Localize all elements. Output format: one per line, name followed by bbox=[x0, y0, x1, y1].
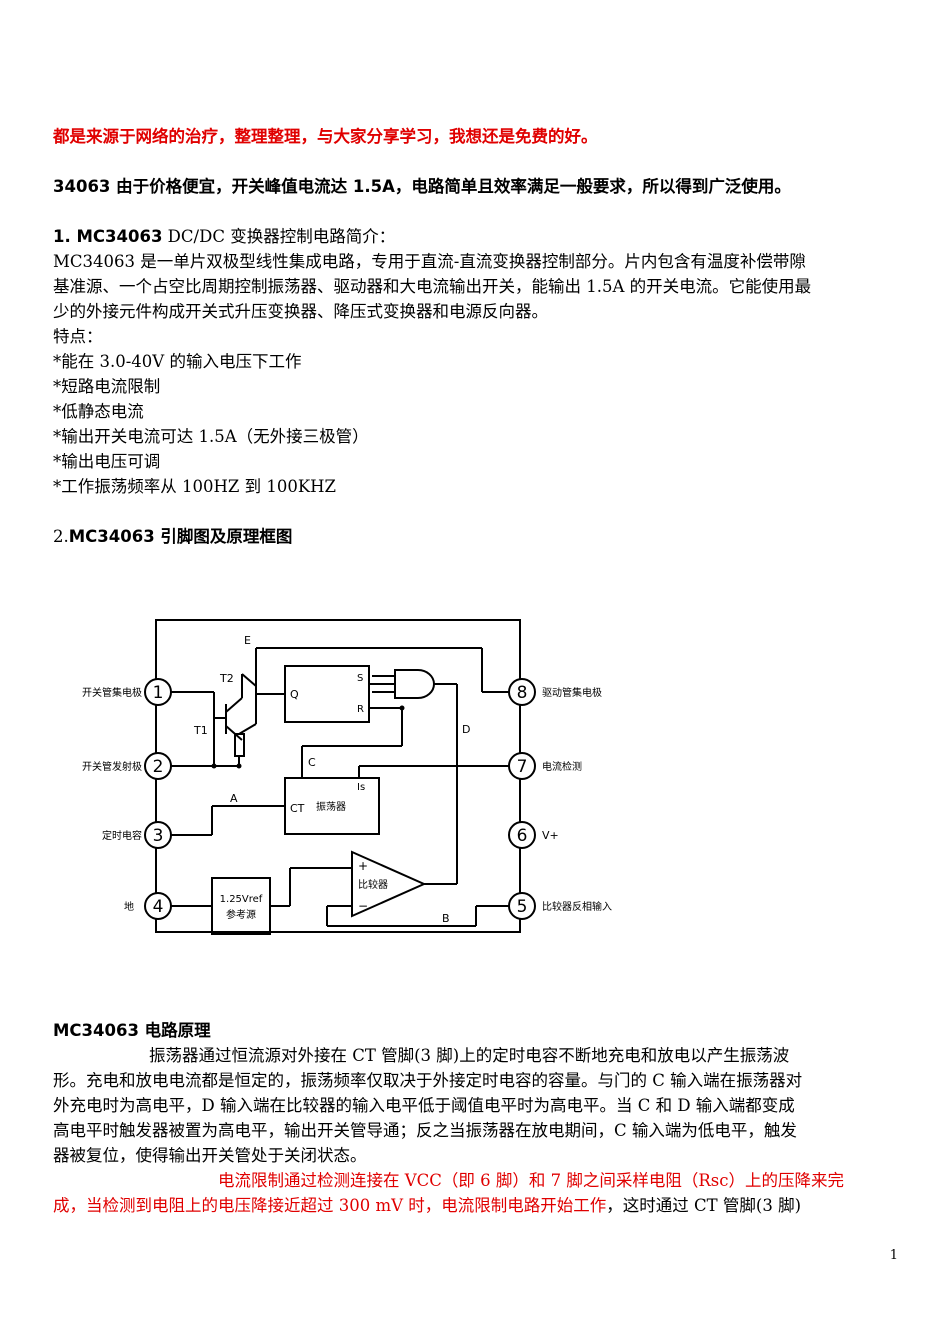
osc-is-label: Is bbox=[357, 782, 365, 793]
pin-4-label: 地 bbox=[124, 900, 134, 913]
section3-para1-line: 器被复位，使得输出开关管处于关闭状态。 bbox=[53, 1146, 367, 1165]
pin-7-label: 电流检测 bbox=[542, 760, 582, 773]
pin-8-label: 驱动管集电极 bbox=[542, 686, 602, 699]
section3-para1-line: 高电平时触发器被置为高电平，输出开关管导通；反之当振荡器在放电期间，C 输入端为… bbox=[53, 1121, 797, 1140]
node-b-label: B bbox=[442, 912, 450, 925]
pin-4-number: 4 bbox=[153, 897, 164, 917]
ff-q-label: Q bbox=[290, 688, 299, 701]
comparator bbox=[351, 850, 427, 918]
section1-body-line: 少的外接元件构成开关式升压变换器、降压式变换器和电源反向器。 bbox=[53, 302, 548, 321]
block-diagram: 1 2 3 4 8 7 6 5 开关管集电极 开关管发射极 定时电容 地 驱动管… bbox=[82, 619, 612, 935]
pin-1-number: 1 bbox=[153, 683, 164, 703]
osc-label: 振荡器 bbox=[316, 800, 346, 813]
page-number: 1 bbox=[889, 1248, 898, 1263]
ff-s-label: S bbox=[357, 673, 363, 684]
feature-item: *能在 3.0-40V 的输入电压下工作 bbox=[53, 352, 302, 371]
section3-para1-line: 形。充电和放电电流都是恒定的，振荡频率仅取决于外接定时电容的容量。与门的 C 输… bbox=[53, 1071, 803, 1090]
section3-para2-red-part: 成，当检测到电阻上的电压降接近超过 300 mV 时，电流限制电路开始工作 bbox=[53, 1196, 607, 1215]
node-a-label: A bbox=[230, 792, 238, 805]
feature-item: *短路电流限制 bbox=[53, 377, 161, 396]
pin-3-label: 定时电容 bbox=[102, 829, 142, 842]
pin-7-number: 7 bbox=[517, 757, 528, 777]
pin-2-label: 开关管发射极 bbox=[82, 760, 142, 773]
pin-5-number: 5 bbox=[517, 897, 528, 917]
pin-1-label: 开关管集电极 bbox=[82, 686, 142, 699]
intro-red-line: 都是来源于网络的治疗，整理整理，与大家分享学习，我想还是免费的好。 bbox=[53, 127, 598, 146]
cmp-label: 比较器 bbox=[358, 878, 388, 891]
section2-heading-prefix: 2. bbox=[53, 527, 69, 546]
section2-heading-bold: MC34063 引脚图及原理框图 bbox=[68, 527, 293, 546]
ref-line1: 1.25Vref bbox=[220, 894, 263, 905]
osc-ct-label: CT bbox=[290, 802, 305, 815]
feature-item: *低静态电流 bbox=[53, 402, 144, 421]
and-gate bbox=[394, 669, 435, 699]
section3-para2-black-part: ，这时通过 CT 管脚(3 脚) bbox=[606, 1196, 802, 1215]
section3-para2-line: 成，当检测到电阻上的电压降接近超过 300 mV 时，电流限制电路开始工作，这时… bbox=[53, 1193, 801, 1218]
intro-line: 34063 由于价格便宜，开关峰值电流达 1.5A，电路简单且效率满足一般要求，… bbox=[53, 177, 791, 196]
ref-line2: 参考源 bbox=[226, 908, 256, 921]
node-e-label: E bbox=[244, 634, 251, 647]
ff-r-label: R bbox=[357, 704, 364, 715]
t2-label: T2 bbox=[219, 672, 234, 685]
pin-6-label: V+ bbox=[542, 829, 559, 842]
reference-block bbox=[211, 877, 271, 935]
section3-para1-line: 外充电时为高电平，D 输入端在比较器的输入电平低于阈值电平时为高电平。当 C 和… bbox=[53, 1096, 795, 1115]
section1-body-line: 基准源、一个占空比周期控制振荡器、驱动器和大电流输出开关，能输出 1.5A 的开… bbox=[53, 277, 812, 296]
section3-para2-red-line: 电流限制通过检测连接在 VCC（即 6 脚）和 7 脚之间采样电阻（Rsc）上的… bbox=[218, 1171, 845, 1190]
section2-heading: 2.MC34063 引脚图及原理框图 bbox=[53, 524, 292, 549]
cmp-minus: − bbox=[358, 899, 368, 913]
cmp-plus: + bbox=[358, 859, 368, 873]
pin-8-number: 8 bbox=[517, 683, 528, 703]
pin-6-number: 6 bbox=[517, 826, 528, 846]
feature-item: *工作振荡频率从 100HZ 到 100KHZ bbox=[53, 477, 337, 496]
pin-2-number: 2 bbox=[153, 757, 164, 777]
section3-para1-line: 振荡器通过恒流源对外接在 CT 管脚(3 脚)上的定时电容不断地充电和放电以产生… bbox=[149, 1046, 790, 1065]
node-c-label: C bbox=[308, 756, 316, 769]
node-d-label: D bbox=[462, 723, 470, 736]
section1-heading-rest: DC/DC 变换器控制电路简介： bbox=[162, 227, 396, 246]
pin-5-label: 比较器反相输入 bbox=[542, 900, 612, 913]
feature-item: *输出开关电流可达 1.5A（无外接三极管） bbox=[53, 427, 369, 446]
pin-6-circle bbox=[508, 821, 536, 849]
pin-3-number: 3 bbox=[153, 826, 164, 846]
section1-heading: 1. MC34063 DC/DC 变换器控制电路简介： bbox=[53, 224, 395, 249]
section3-heading: MC34063 电路原理 bbox=[53, 1021, 211, 1040]
features-label: 特点： bbox=[53, 327, 103, 346]
t1-label: T1 bbox=[193, 724, 208, 737]
section1-body-line: MC34063 是一单片双极型线性集成电路，专用于直流-直流变换器控制部分。片内… bbox=[53, 252, 806, 271]
feature-item: *输出电压可调 bbox=[53, 452, 161, 471]
section1-heading-bold: 1. MC34063 bbox=[53, 227, 163, 246]
